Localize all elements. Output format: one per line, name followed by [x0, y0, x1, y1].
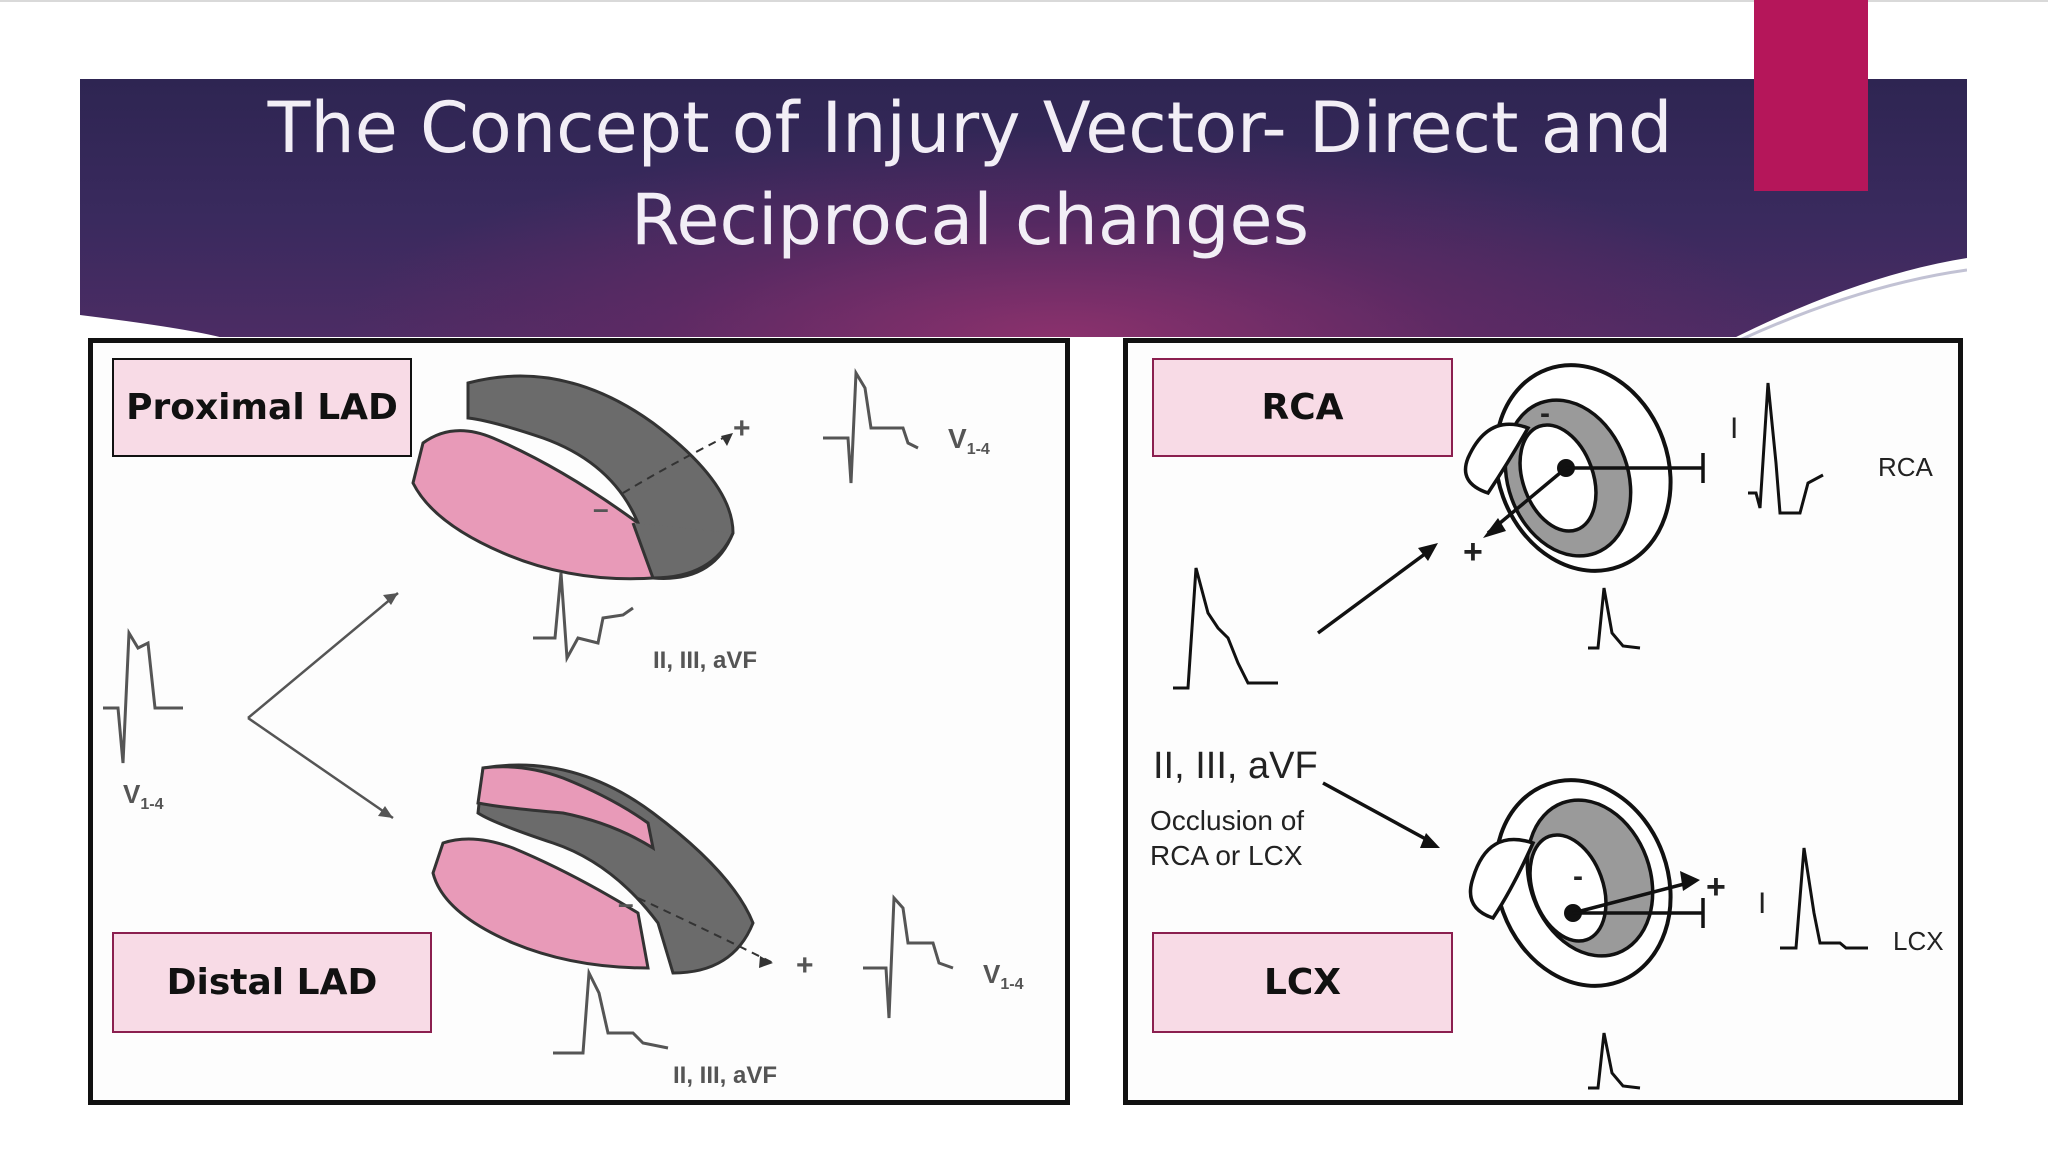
accent-tab [1754, 0, 1868, 191]
lcx-lead-i-label: I [1758, 887, 1766, 920]
ecg-trace-inferior-right [1173, 567, 1278, 690]
ecg-trace-v14-bottom [863, 894, 954, 1019]
ecg-trace-lcx [1780, 847, 1868, 950]
lcx-minus-sign: - [1573, 860, 1583, 893]
distal-plus-sign: + [796, 949, 814, 982]
proximal-plus-sign: + [733, 412, 751, 445]
lcx-vector-arrow [1572, 881, 1689, 915]
rca-lcx-diagram: II, III, aVF Occlusion of RCA or LCX + -… [1150, 363, 1944, 1090]
proximal-vector-arrow [622, 432, 734, 494]
ecg-trace-v14-top [823, 367, 919, 484]
arrow-to-lcx-heart [1322, 781, 1434, 845]
distal-minus-sign: – [618, 888, 634, 919]
lcx-heart-cross-section [1468, 778, 1673, 988]
banner-curve [80, 258, 1967, 340]
lcx-plus-sign: + [1706, 868, 1726, 906]
lad-diagram-panel: + – V1-4 II, III, aVF V1-4 + – V1-4 II, [88, 338, 1070, 1105]
arrow-to-rca-heart [1316, 546, 1435, 635]
lead-inferior-upper: II, III, aVF [653, 647, 757, 674]
proximal-minus-sign: – [593, 493, 609, 524]
lad-diagram: + – V1-4 II, III, aVF V1-4 + – V1-4 II, [103, 367, 1024, 1089]
rca-lead-i-label: I [1730, 412, 1738, 445]
rca-plus-sign: + [1463, 533, 1483, 571]
lead-inferior-right: II, III, aVF [1153, 745, 1318, 787]
ecg-trace-inferior-upper [533, 572, 634, 664]
lead-inferior-lower: II, III, aVF [673, 1062, 777, 1089]
proximal-lad-ventricle [411, 374, 735, 581]
occlusion-text-line2: RCA or LCX [1150, 840, 1303, 871]
ecg-trace-rca-inferior [1588, 587, 1641, 650]
label-distal-lad: Distal LAD [112, 932, 432, 1033]
trace-label-lcx: LCX [1893, 926, 1944, 956]
rca-minus-sign: - [1540, 397, 1550, 430]
slide-title: The Concept of Injury Vector- Direct and… [267, 87, 1673, 261]
label-proximal-lad: Proximal LAD [112, 358, 412, 457]
branch-arrow-distal [247, 716, 394, 820]
rca-vector-arrow [1486, 466, 1568, 535]
distal-lad-ventricle [431, 763, 755, 975]
rca-lead-i-axis [1566, 453, 1705, 483]
title-banner [80, 79, 1967, 337]
lead-v14-bottom: V1-4 [983, 959, 1024, 993]
lead-v14-left: V1-4 [123, 779, 164, 813]
label-rca: RCA [1152, 358, 1453, 457]
ecg-trace-inferior-lower [553, 967, 669, 1055]
top-rule [0, 0, 2048, 2]
lead-v14-top: V1-4 [948, 423, 990, 458]
branch-arrow-proximal [247, 592, 399, 719]
occlusion-text-line1: Occlusion of [1150, 805, 1304, 836]
trace-label-rca: RCA [1878, 452, 1934, 482]
distal-vector-arrow [637, 897, 774, 964]
label-lcx: LCX [1152, 932, 1453, 1033]
lcx-lead-i-axis [1573, 898, 1705, 928]
ecg-trace-v14-left [103, 627, 183, 764]
ecg-trace-rca [1748, 382, 1824, 515]
ecg-trace-lcx-inferior [1588, 1032, 1641, 1090]
